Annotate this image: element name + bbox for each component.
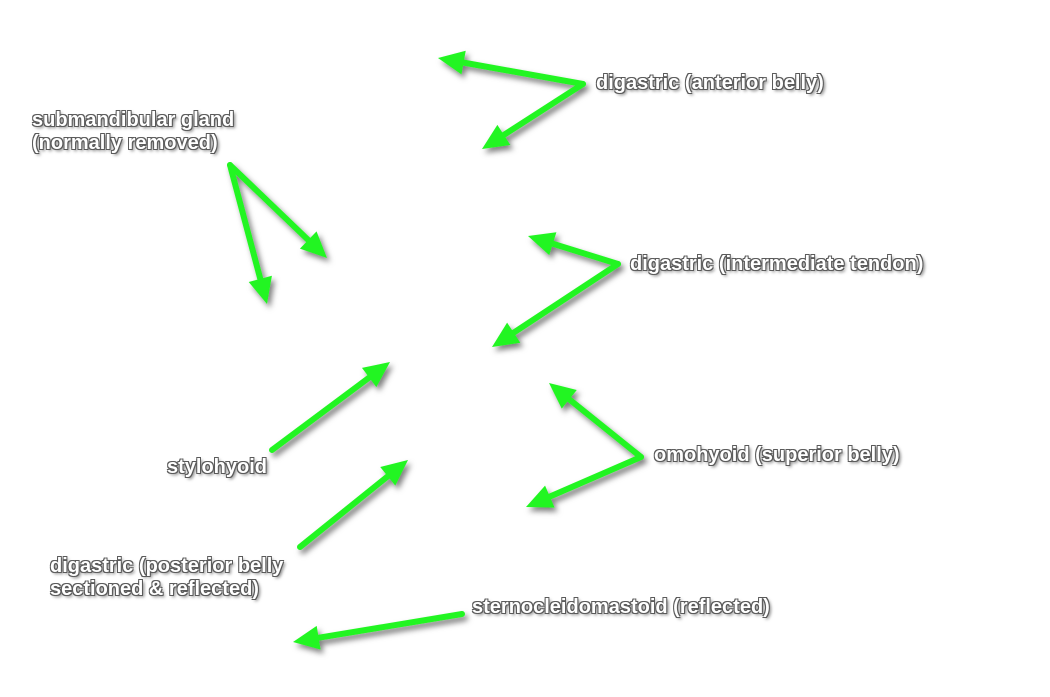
label-text: digastric (anterior belly) <box>596 72 824 94</box>
label-stylohyoid: stylohyoid <box>167 456 267 479</box>
arrow-submandibular-2 <box>227 162 272 304</box>
arrow-head <box>492 322 521 347</box>
arrow-digastric-anterior-2 <box>482 81 586 149</box>
label-text-line2: sectioned & reflected) <box>50 578 259 600</box>
arrow-shaft <box>564 395 644 460</box>
arrow-submandibular-1 <box>227 162 327 258</box>
arrow-stylohyoid <box>269 362 390 453</box>
label-text: stylohyoid <box>167 456 268 478</box>
label-text-line2: (normally removed) <box>32 132 218 154</box>
arrow-head <box>526 485 555 508</box>
label-text: digastric (intermediate tendon) <box>630 253 924 275</box>
arrow-shaft <box>313 611 465 642</box>
arrow-shaft <box>269 373 374 453</box>
arrow-digastric-anterior-1 <box>438 50 586 87</box>
arrow-shaft <box>545 454 644 501</box>
arrow-head <box>438 50 466 75</box>
arrow-sternocleidomastoid <box>293 611 465 650</box>
arrow-head <box>361 362 390 388</box>
arrow-head <box>528 232 557 256</box>
arrow-digastric-posterior <box>297 460 408 550</box>
arrow-head <box>380 460 408 486</box>
label-submandibular-gland: submandibular gland (normally removed) <box>32 109 234 155</box>
arrow-head <box>482 124 511 149</box>
arrow-shaft <box>227 162 264 284</box>
arrow-digastric-intermediate-1 <box>528 232 621 267</box>
arrow-head <box>549 383 577 409</box>
label-text: omohyoid (superior belly) <box>654 444 900 466</box>
arrow-head <box>248 275 272 304</box>
label-digastric-intermediate-tendon: digastric (intermediate tendon) <box>630 253 923 276</box>
label-text-line1: digastric (posterior belly <box>50 555 284 577</box>
label-digastric-posterior-belly: digastric (posterior belly sectioned & r… <box>50 555 283 601</box>
label-text: sternocleidomastoid (reflected) <box>472 596 770 618</box>
arrow-shaft <box>499 81 586 140</box>
label-sternocleidomastoid-reflected: sternocleidomastoid (reflected) <box>472 596 770 619</box>
arrow-omohyoid-2 <box>526 454 644 508</box>
label-digastric-anterior-belly: digastric (anterior belly) <box>596 72 824 95</box>
arrow-shaft <box>547 240 621 267</box>
arrow-digastric-intermediate-2 <box>492 261 621 347</box>
arrow-head <box>299 231 327 258</box>
label-omohyoid-superior-belly: omohyoid (superior belly) <box>654 444 900 467</box>
label-text-line1: submandibular gland <box>32 109 235 131</box>
arrow-omohyoid-1 <box>549 383 644 460</box>
arrow-shaft <box>297 472 393 550</box>
arrow-shaft <box>227 162 313 245</box>
arrow-head <box>293 625 321 650</box>
arrow-shaft <box>509 261 621 337</box>
arrow-shaft <box>458 59 586 87</box>
